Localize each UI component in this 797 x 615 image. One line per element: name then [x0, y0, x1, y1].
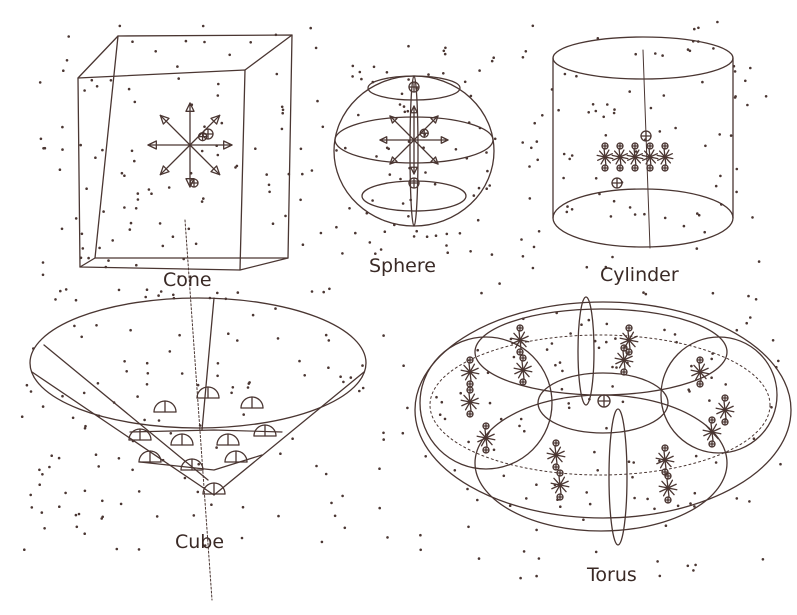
- petal-glyph: [217, 434, 239, 445]
- label-cone: Cone: [163, 271, 212, 290]
- petal-glyph: [241, 397, 263, 408]
- box-wireframe: [78, 35, 292, 600]
- petal-glyph: [154, 401, 176, 412]
- burst-glyph: [547, 440, 565, 470]
- burst-glyph: [461, 357, 479, 387]
- burst-glyph: [659, 473, 677, 503]
- burst-glyph: [703, 417, 721, 447]
- label-sphere: Sphere: [369, 257, 436, 276]
- label-cylinder: Cylinder: [600, 266, 679, 285]
- torus-wireframe: [415, 297, 791, 545]
- burst-glyph: [716, 395, 734, 425]
- scattered-sample-points: [21, 21, 782, 580]
- burst-glyph: [627, 143, 643, 171]
- label-cube: Cube: [175, 533, 224, 552]
- cylinder-wireframe: [553, 37, 733, 248]
- burst-glyph: [612, 143, 628, 171]
- burst-glyph: [514, 355, 532, 385]
- petal-glyph: [171, 434, 193, 445]
- burst-glyph: [691, 357, 709, 387]
- petal-glyph: [254, 425, 276, 436]
- burst-glyph: [642, 143, 658, 171]
- burst-glyph: [461, 387, 479, 417]
- burst-glyph: [657, 143, 673, 171]
- arrow-star-glyph: [380, 106, 448, 174]
- petal-glyph: [197, 387, 219, 398]
- arrow-star-glyph: [148, 103, 232, 187]
- label-torus: Torus: [587, 566, 637, 585]
- burst-glyph: [477, 423, 495, 453]
- burst-glyph: [597, 143, 613, 171]
